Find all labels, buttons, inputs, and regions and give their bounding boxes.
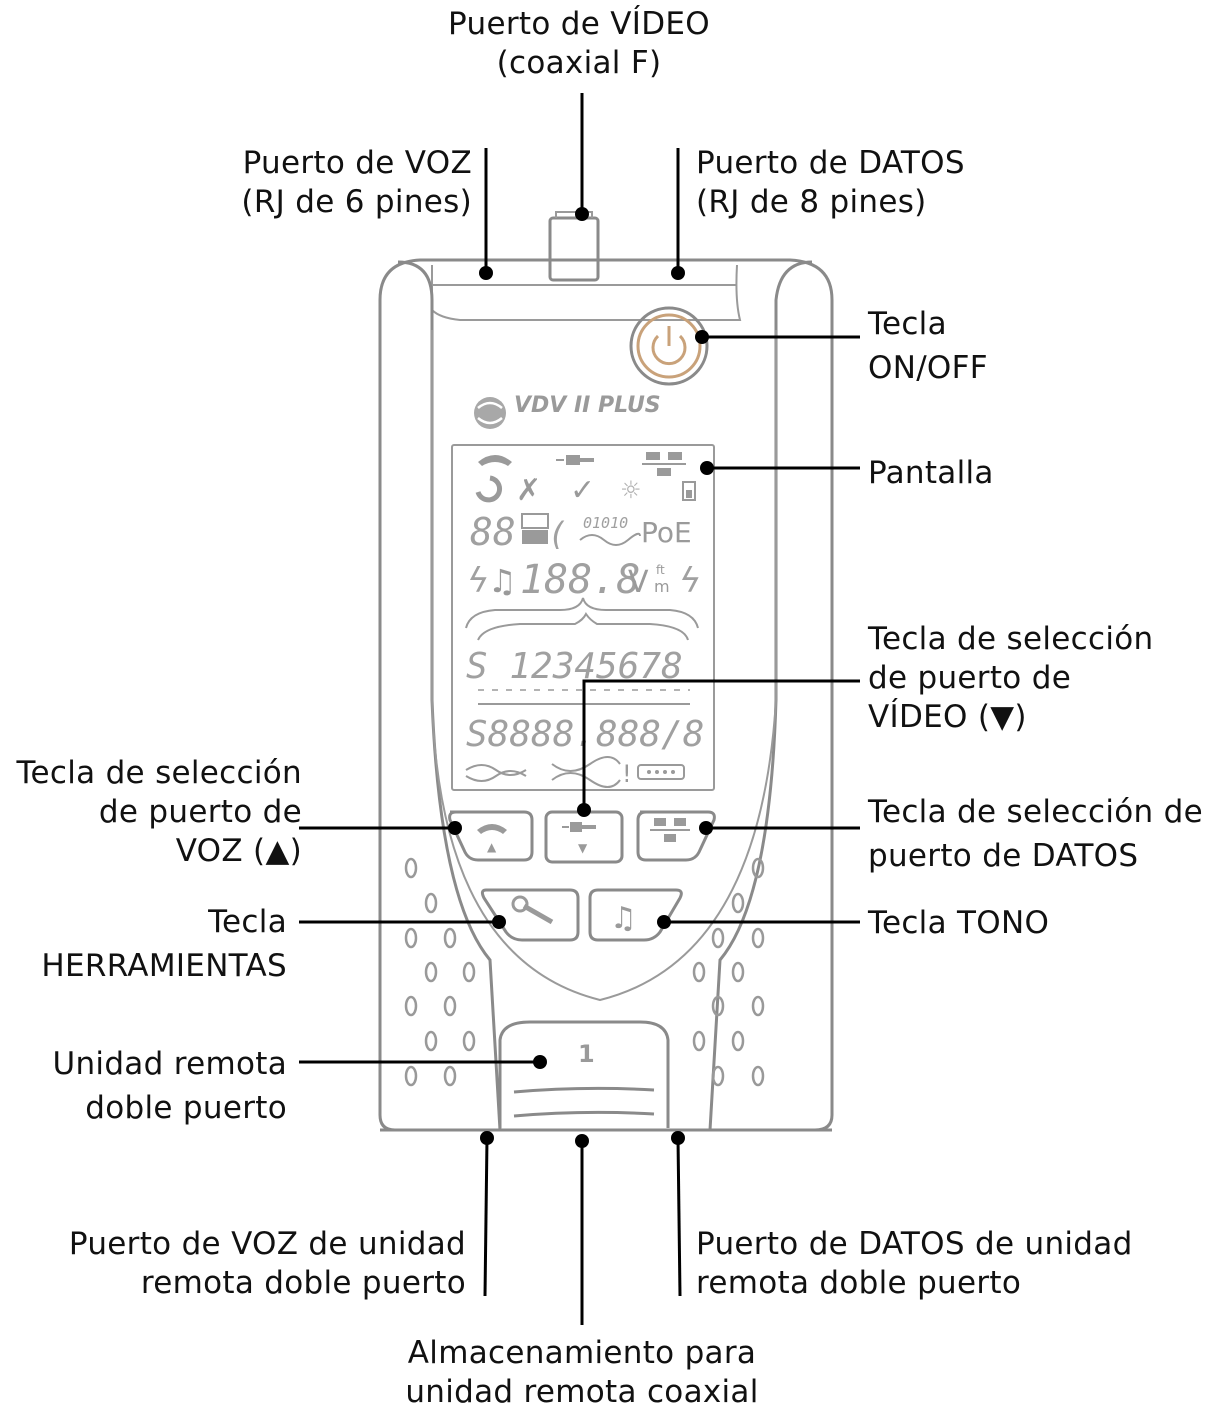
lcd-bracket: (: [548, 515, 567, 553]
refresh-icon: [475, 475, 503, 503]
label-line: Tecla de selección: [868, 621, 1154, 657]
label-line: Tecla TONO: [868, 905, 1050, 941]
video-key[interactable]: ▼: [544, 810, 624, 864]
plug-icon: [556, 455, 594, 465]
leader-lines: [299, 93, 860, 1325]
label-line: VÍDEO (▼): [868, 699, 1027, 735]
lcd-poe: PoE: [641, 516, 692, 549]
label-video-select: Tecla de selección de puerto de VÍDEO (▼…: [868, 620, 1188, 737]
label-voice-select: Tecla de selección de puerto de VOZ (▲): [0, 754, 302, 871]
data-key[interactable]: [636, 810, 716, 862]
lcd-value: 188.8: [520, 557, 640, 603]
label-line: Tecla: [868, 306, 947, 342]
grip-holes-left: [404, 857, 476, 1087]
label-line: Unidad remota: [52, 1046, 287, 1082]
lcd-unit-v: V: [628, 565, 649, 600]
label-line: (coaxial F): [496, 45, 662, 81]
svg-text:ϟ: ϟ: [468, 561, 488, 601]
label-line: Pantalla: [868, 455, 994, 491]
label-line: Tecla de selección: [16, 755, 302, 791]
label-line: Almacenamiento para: [407, 1335, 757, 1371]
music-icon: ♫: [488, 562, 517, 600]
tone-key[interactable]: ♫: [588, 888, 683, 942]
label-line: remota doble puerto: [140, 1265, 466, 1301]
label-remote-voice: Puerto de VOZ de unidad remota doble pue…: [40, 1225, 466, 1303]
label-line: puerto de DATOS: [868, 838, 1139, 874]
power-icon: [651, 326, 687, 366]
label-line: doble puerto: [85, 1090, 287, 1126]
connector-icon: [521, 513, 549, 544]
label-coax-storage: Almacenamiento para unidad remota coaxia…: [380, 1334, 784, 1412]
label-line: Puerto de DATOS: [696, 145, 965, 181]
label-data-select: Tecla de selección de puerto de DATOS: [868, 790, 1223, 878]
grip-holes-right: [692, 857, 765, 1087]
label-remote-data: Puerto de DATOS de unidad remota doble p…: [696, 1225, 1166, 1303]
pass-icon: ✓: [570, 473, 595, 508]
tone-icon: ♫: [610, 901, 637, 936]
lcd-unit-ft: ft: [656, 563, 665, 577]
network-icon: [642, 452, 686, 476]
tools-key[interactable]: [480, 888, 580, 942]
label-line: Puerto de VÍDEO: [448, 6, 710, 42]
label-line: Puerto de VOZ: [242, 145, 472, 181]
fail-icon: ✗: [516, 473, 541, 508]
label-tone-key: Tecla TONO: [868, 904, 1108, 943]
jack-icon: [637, 764, 685, 780]
brand-logo: VDV II PLUS: [474, 393, 661, 429]
label-line: remota doble puerto: [696, 1265, 1022, 1301]
label-tools-key: Tecla HERRAMIENTAS: [0, 900, 287, 988]
twist-icon: [465, 756, 621, 788]
label-line: Tecla de selección de: [868, 794, 1203, 830]
label-line: VOZ (▲): [175, 833, 302, 869]
power-key[interactable]: [629, 306, 709, 386]
label-video-port: Puerto de VÍDEO (coaxial F): [420, 5, 738, 83]
label-voice-port: Puerto de VOZ (RJ de 6 pines): [180, 144, 472, 222]
label-line: (RJ de 6 pines): [241, 184, 472, 220]
remote-number: 1: [578, 1040, 595, 1068]
lcd-counter: 88: [470, 510, 516, 554]
arrow-down-icon: ▼: [578, 841, 588, 855]
lcd-bang: !: [622, 760, 632, 788]
arrow-up-icon: ▲: [487, 840, 497, 854]
label-line: Puerto de DATOS de unidad: [696, 1226, 1133, 1262]
video-connector: [548, 216, 600, 282]
label-line: unidad remota coaxial: [405, 1374, 759, 1410]
label-line: Puerto de VOZ de unidad: [68, 1226, 466, 1262]
lcd-data-pattern: 01010: [583, 514, 628, 532]
label-line: HERRAMIENTAS: [41, 948, 287, 984]
label-line: Tecla: [208, 904, 287, 940]
remote-unit: 1: [498, 1020, 670, 1128]
label-line: de puerto de: [98, 794, 302, 830]
label-line: de puerto de: [868, 660, 1072, 696]
label-line: (RJ de 8 pines): [696, 184, 927, 220]
label-data-port: Puerto de DATOS (RJ de 8 pines): [696, 144, 1016, 222]
label-line: ON/OFF: [868, 350, 988, 386]
voice-key[interactable]: ▲: [448, 810, 534, 862]
wrench-icon: [511, 895, 554, 925]
battery-icon: [682, 481, 696, 501]
lcd-unit-m: m: [654, 577, 670, 596]
light-icon: ☼: [620, 476, 642, 504]
label-display: Pantalla: [868, 454, 1088, 493]
phone-icon: [478, 455, 512, 466]
svg-text:ϟ: ϟ: [680, 561, 700, 601]
label-remote-unit: Unidad remota doble puerto: [0, 1042, 287, 1130]
label-onoff-key: Tecla ON/OFF: [868, 302, 1088, 390]
brand-name: VDV II PLUS: [514, 393, 661, 418]
